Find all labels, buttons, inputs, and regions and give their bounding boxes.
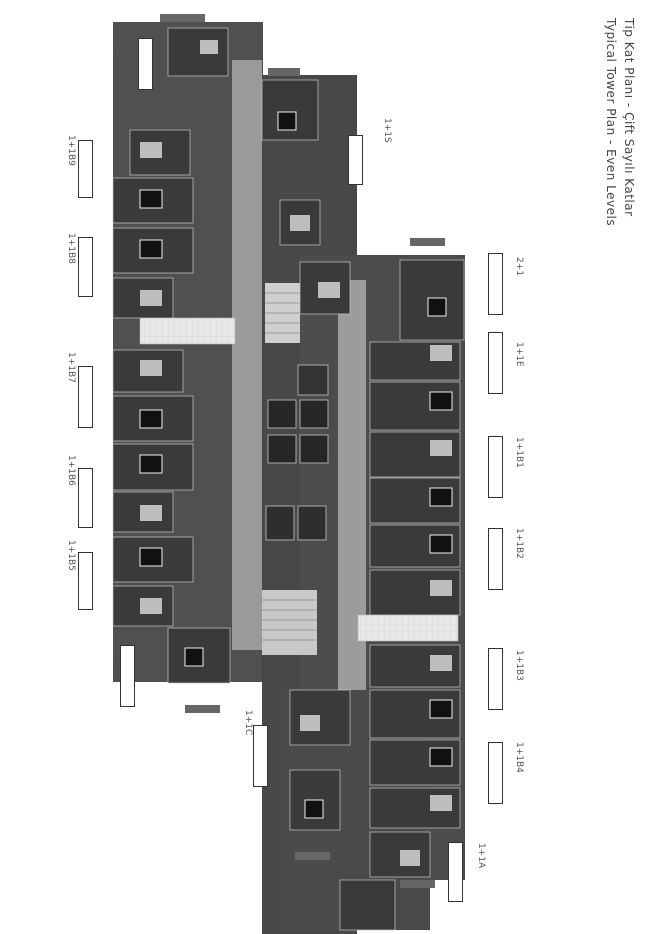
area-box: [348, 135, 363, 185]
unit-label: 1+1E: [514, 342, 524, 367]
area-box: [120, 645, 135, 707]
left-corridor: [232, 60, 262, 650]
unit-label: 1+A: [112, 38, 122, 58]
unit-label: 1+1B2: [514, 528, 524, 559]
area-box: [253, 725, 268, 787]
unit-label: 1+1S: [382, 118, 392, 143]
unit-label: 1+1B8: [66, 233, 76, 264]
unit-label: 1+1B5: [66, 540, 76, 571]
unit-label: 1+1B1: [514, 437, 524, 468]
area-box: [138, 38, 153, 90]
area-box: [488, 253, 503, 315]
area-box: [488, 528, 503, 590]
area-box: [78, 140, 93, 198]
plan-title-tr: Tip Kat Planı - Çift Sayılı Katlar: [622, 18, 636, 217]
unit-label: 1+1C: [243, 710, 253, 736]
plan-title-en: Typical Tower Plan - Even Levels: [604, 18, 618, 227]
area-box: [488, 332, 503, 394]
area-box: [78, 366, 93, 428]
unit-label: 1+1B3: [514, 650, 524, 681]
planters: [160, 14, 445, 888]
tables: [139, 111, 453, 819]
stair-core: [262, 283, 329, 655]
area-box: [488, 742, 503, 804]
unit-label: 1+1D: [110, 632, 120, 658]
left-units: [112, 27, 231, 684]
unit-label: 1+1A: [476, 843, 486, 869]
area-box: [488, 436, 503, 498]
area-box: [78, 468, 93, 528]
area-box: [78, 552, 93, 610]
unit-label: 1+1B6: [66, 455, 76, 486]
unit-label: 1+1B7: [66, 352, 76, 383]
unit-label: 1+1B4: [514, 742, 524, 773]
unit-label: 1+1B9: [66, 135, 76, 166]
unit-label: 2+1: [514, 257, 524, 276]
area-box: [448, 842, 463, 902]
furniture: [140, 40, 452, 866]
area-box: [488, 648, 503, 710]
area-box: [78, 237, 93, 297]
